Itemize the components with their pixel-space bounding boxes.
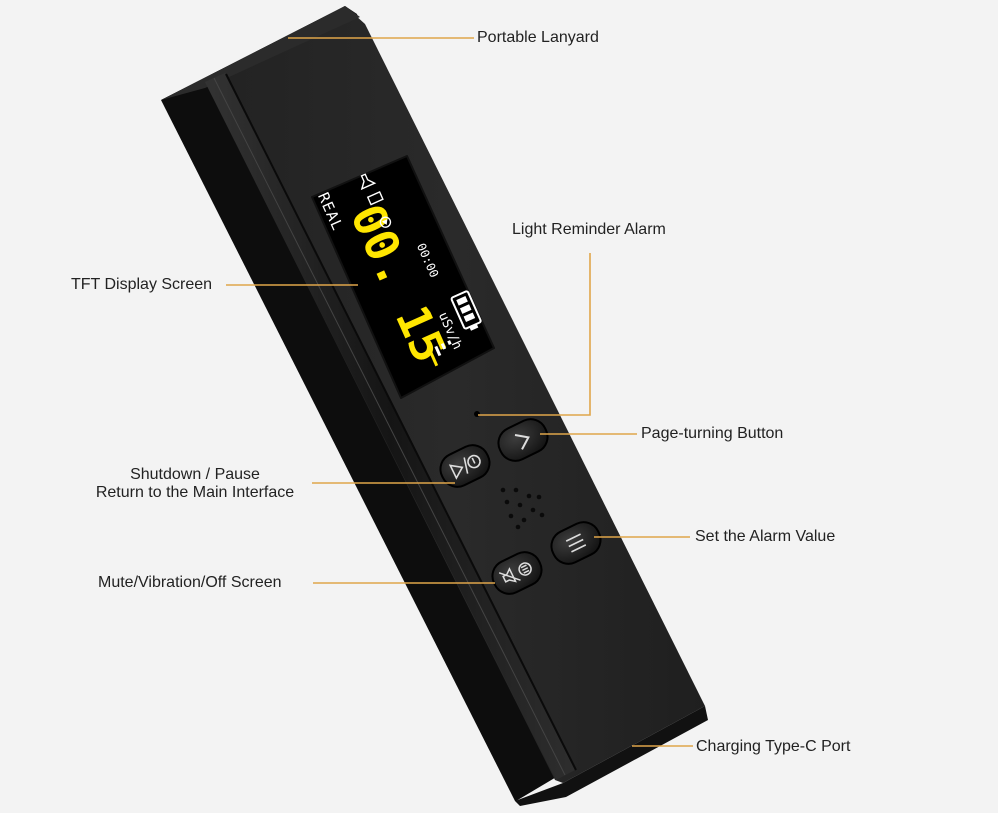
label-light-reminder-alarm: Light Reminder Alarm (512, 221, 666, 238)
leader-light-reminder (478, 253, 591, 416)
mute-vibration-button[interactable] (487, 547, 547, 599)
tft-screen: REAL 00. 15 00:00 uSv/h (311, 155, 495, 399)
device-side-face (161, 6, 558, 801)
label-shutdown-pause: Shutdown / Pause Return to the Main Inte… (82, 466, 308, 502)
rail-highlight (213, 77, 566, 776)
label-page-turning-button: Page-turning Button (641, 425, 784, 442)
label-mute-vibration: Mute/Vibration/Off Screen (98, 574, 282, 591)
set-alarm-button[interactable] (546, 517, 606, 569)
rail-shadow (225, 73, 577, 771)
menu-lines-icon (565, 533, 587, 553)
leader-lines (226, 37, 693, 747)
battery-icon (450, 290, 482, 331)
play-glyph (381, 219, 388, 225)
label-tft-display-screen: TFT Display Screen (71, 276, 213, 293)
device-bottom-cap (515, 706, 708, 806)
detector-device (161, 6, 708, 806)
vibrate-status-icon (366, 191, 384, 206)
shutdown-pause-button[interactable] (435, 440, 495, 492)
speaker-grille (500, 487, 545, 530)
screen-bezel (311, 155, 495, 399)
label-set-alarm-value: Set the Alarm Value (695, 528, 836, 545)
label-charging-port: Charging Type-C Port (696, 738, 851, 755)
record-status-icon (379, 216, 392, 228)
label-shutdown-line1: Shutdown / Pause (130, 466, 260, 483)
play-pause-power-icon (448, 454, 481, 480)
mute-vibrate-icon (498, 562, 532, 583)
page-turn-button[interactable] (493, 414, 553, 466)
label-portable-lanyard: Portable Lanyard (477, 29, 599, 46)
screen-status-icons (360, 173, 392, 228)
label-shutdown-line2: Return to the Main Interface (95, 484, 295, 501)
light-reminder-led (474, 411, 480, 417)
level-indicator (428, 340, 452, 367)
device-top-cap (161, 6, 360, 100)
speaker-status-icon (360, 173, 377, 191)
chevron-right-icon (514, 434, 530, 450)
